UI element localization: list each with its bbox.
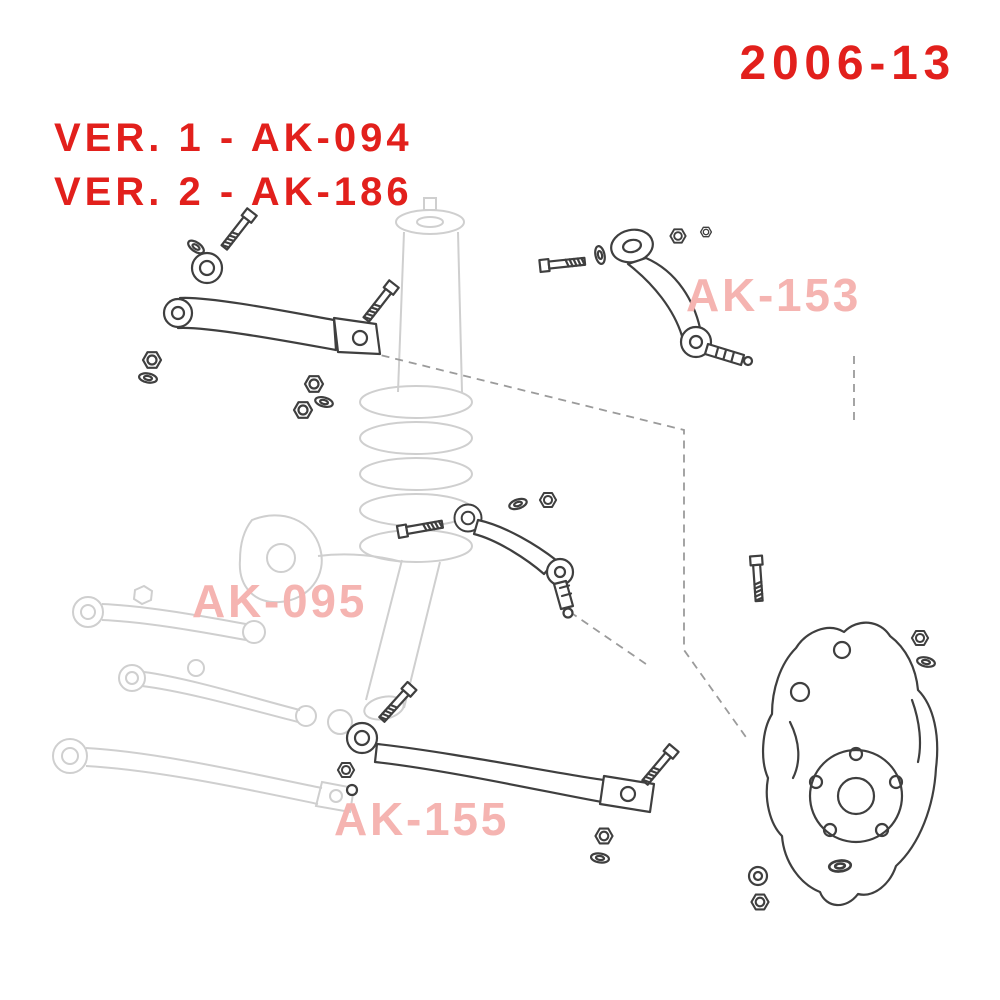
faded-background-art <box>52 197 473 814</box>
foreground-parts <box>137 207 939 911</box>
part-label-ak153: AK-153 <box>686 269 862 321</box>
version-2-label: VER. 2 - AK-186 <box>54 170 413 214</box>
year-range-label: 2006-13 <box>739 37 956 90</box>
ak095-arm <box>395 491 575 619</box>
rear-knuckle <box>747 554 939 911</box>
part-label-ak155: AK-155 <box>334 793 510 845</box>
upper-front-arm <box>137 207 400 419</box>
version-1-label: VER. 1 - AK-094 <box>54 116 413 160</box>
ak153-arm <box>538 226 754 367</box>
part-label-ak095: AK-095 <box>192 575 368 627</box>
dashed-reference-lines <box>367 351 855 741</box>
ak155-arm <box>336 680 680 865</box>
